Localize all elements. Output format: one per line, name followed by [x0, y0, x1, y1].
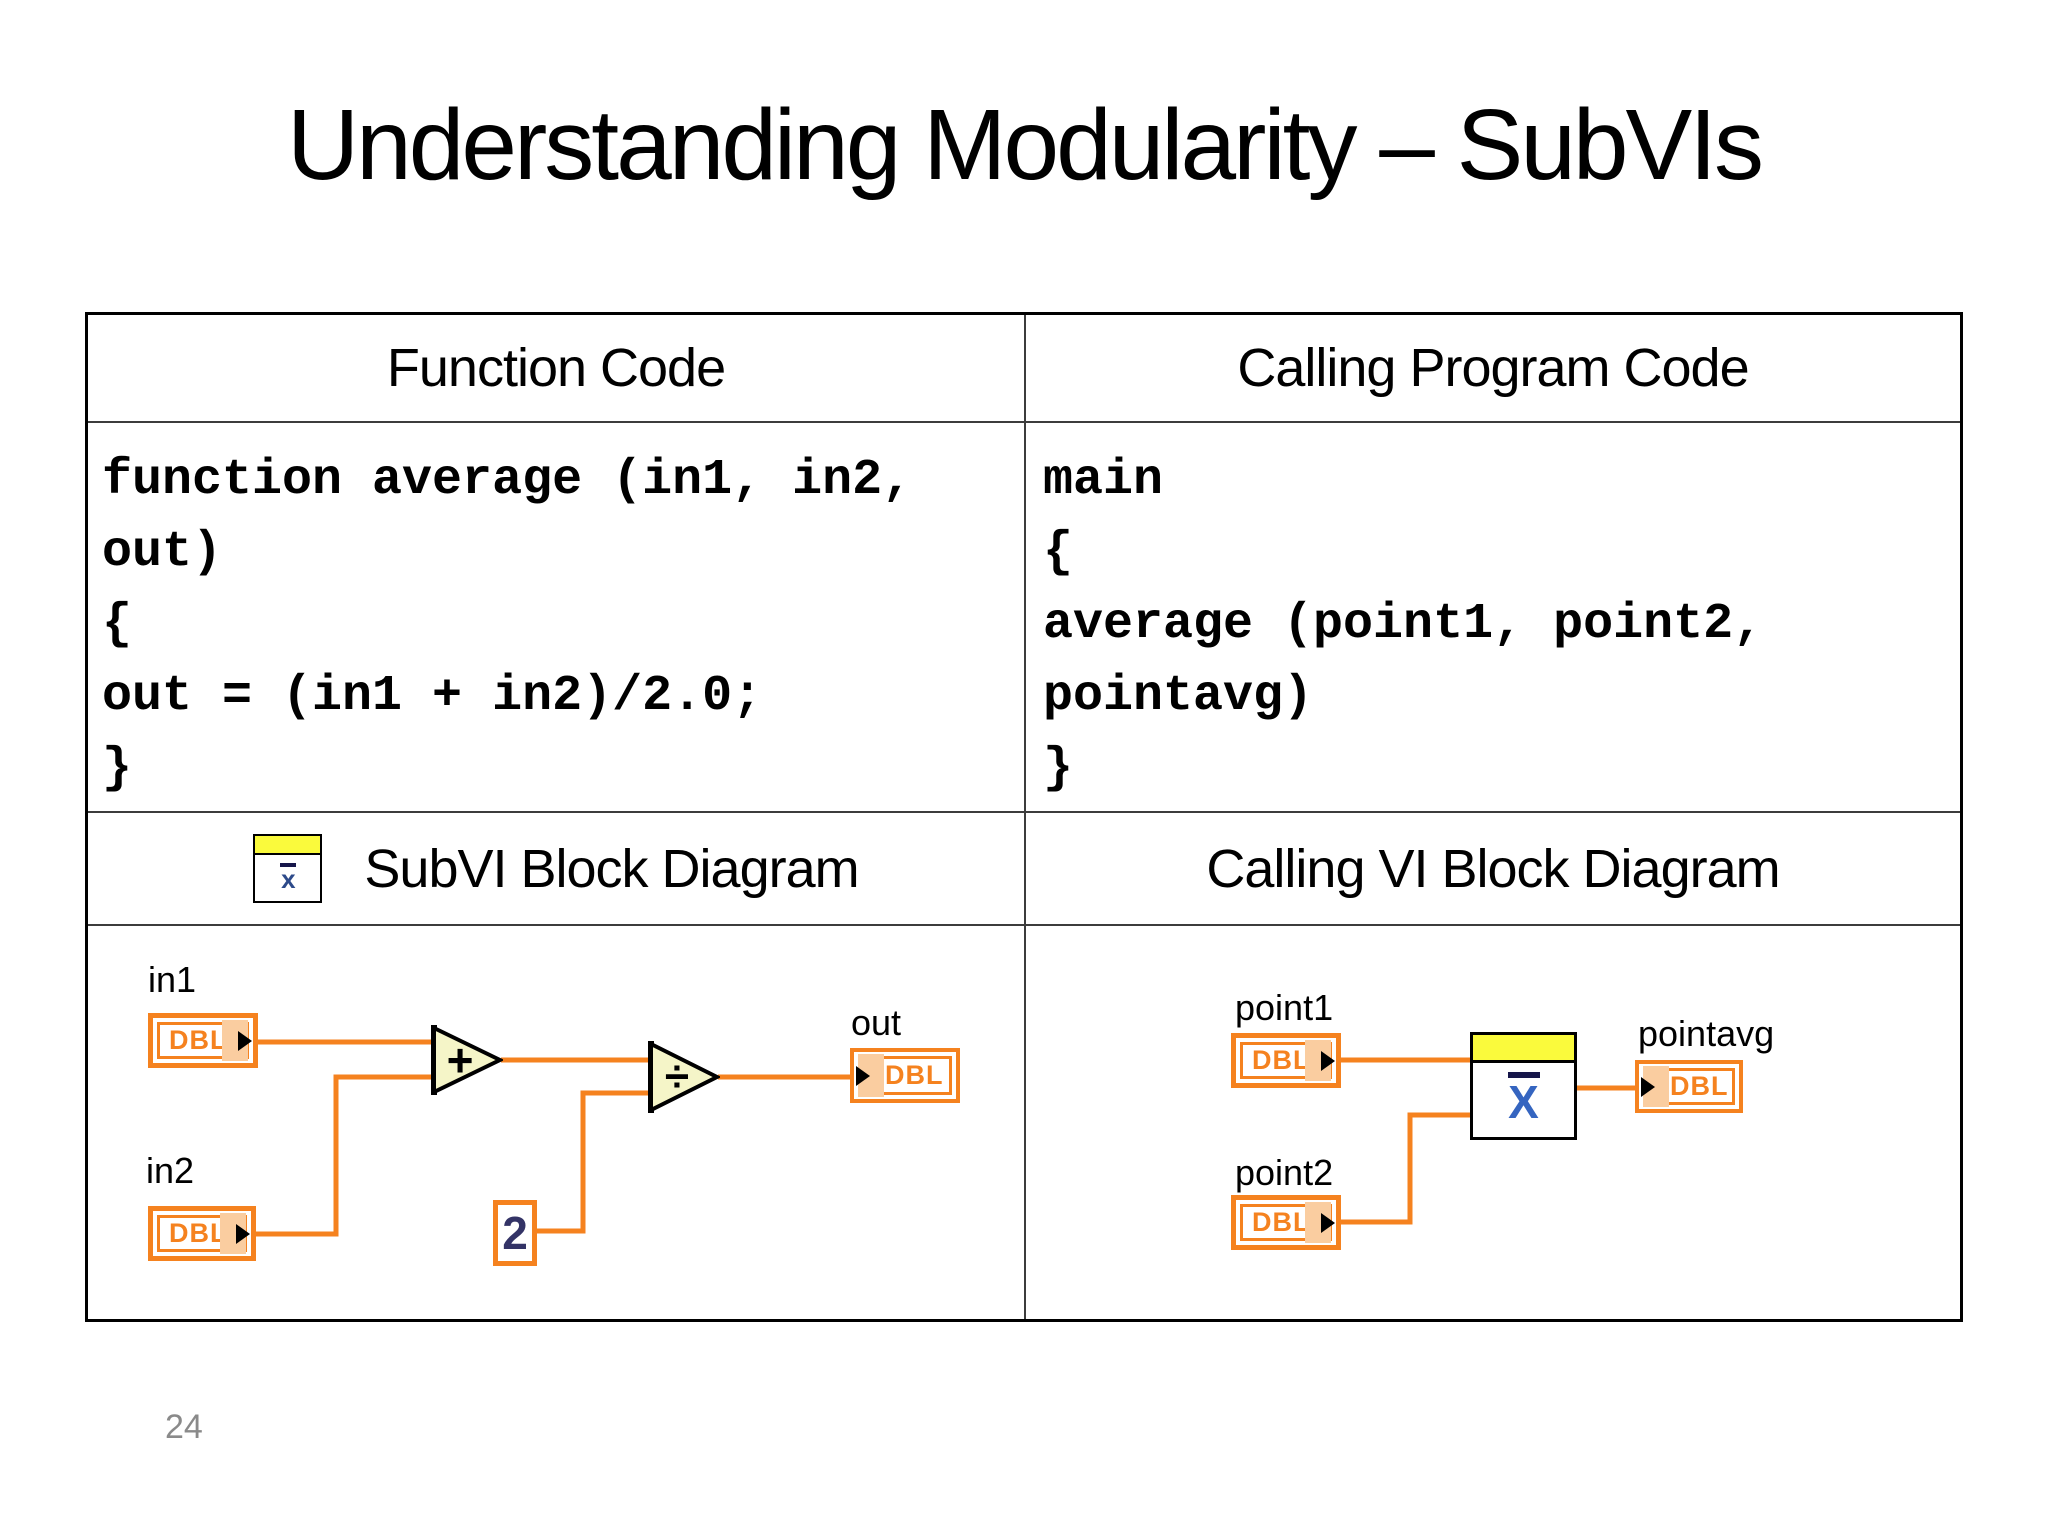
- table-row-divider-3: [88, 924, 1960, 926]
- table-row-divider-2: [88, 811, 1960, 813]
- dbl-type-label: DBL: [169, 1218, 228, 1248]
- mean-vi-icon: x: [253, 834, 323, 903]
- page-number: 24: [165, 1408, 203, 1446]
- function-code-header: Function Code: [386, 338, 726, 398]
- point2-dbl-control: DBL: [1231, 1195, 1341, 1250]
- in1-dbl-control: DBL: [148, 1013, 258, 1068]
- out-label: out: [851, 1002, 902, 1043]
- wire-point2-to-subvi: [1341, 1112, 1472, 1225]
- code-line: {: [1043, 524, 1074, 581]
- divide-function-icon: [648, 1041, 720, 1113]
- subvi-yellow-band: [1473, 1035, 1574, 1063]
- mean-overbar: [1507, 1072, 1540, 1078]
- vi-icon-yellow-band: [255, 836, 321, 855]
- output-arrow-icon: [238, 1030, 252, 1051]
- mean-x-glyph: x: [281, 864, 295, 894]
- output-arrow-icon: [1321, 1212, 1335, 1233]
- wire-in2-to-add: [256, 1074, 431, 1237]
- add-function-icon: [431, 1025, 503, 1095]
- code-line: }: [1043, 740, 1074, 797]
- dbl-inner-frame: DBL: [157, 1022, 249, 1059]
- dbl-inner-frame: DBL: [157, 1215, 247, 1252]
- code-line: }: [102, 740, 133, 797]
- comparison-table: Function Code Calling Program Code funct…: [85, 312, 1963, 1322]
- pointavg-label: pointavg: [1638, 1013, 1775, 1054]
- divide-symbol: ÷: [664, 1052, 690, 1101]
- function-code-cell: function average (in1, in2, out) { out =…: [88, 423, 1024, 811]
- in1-label: in1: [148, 959, 197, 1000]
- dbl-inner-frame: DBL: [1240, 1042, 1332, 1079]
- dbl-type-label: DBL: [1252, 1045, 1311, 1075]
- average-subvi-node: x: [1470, 1032, 1577, 1140]
- point1-label: point1: [1235, 987, 1334, 1028]
- output-arrow-icon: [236, 1223, 250, 1244]
- code-line: {: [102, 596, 133, 653]
- mean-overbar: [279, 863, 296, 867]
- output-arrow-icon: [1321, 1050, 1335, 1071]
- wire-constant-to-divide: [537, 1090, 650, 1234]
- slide-title: Understanding Modularity – SubVIs: [286, 89, 1764, 201]
- code-line: average (point1, point2,: [1043, 596, 1764, 653]
- pointavg-dbl-indicator: DBL: [1635, 1060, 1743, 1113]
- point1-dbl-control: DBL: [1231, 1033, 1341, 1088]
- in2-dbl-control: DBL: [148, 1206, 256, 1261]
- block-diagrams-row: in1 DBL in2 DBL +: [88, 926, 1960, 1322]
- in2-label: in2: [146, 1150, 195, 1191]
- out-dbl-indicator: DBL: [850, 1048, 960, 1103]
- numeric-constant-2: 2: [493, 1200, 537, 1266]
- dbl-type-label: DBL: [885, 1060, 944, 1090]
- code-line: out = (in1 + in2)/2.0;: [102, 668, 763, 725]
- code-line: out): [102, 524, 223, 581]
- code-line: function average (in1, in2,: [102, 452, 913, 509]
- calling-program-code-header: Calling Program Code: [1237, 338, 1749, 398]
- code-line: pointavg): [1043, 668, 1314, 725]
- subvi-diagram-header-cell: x SubVI Block Diagram: [88, 813, 1024, 924]
- input-arrow-icon: [1641, 1076, 1655, 1097]
- code-line: main: [1043, 452, 1164, 509]
- wire-layer: [256, 1039, 1637, 1237]
- table-row-divider-1: [88, 421, 1960, 423]
- subvi-diagram-header: SubVI Block Diagram: [364, 838, 859, 899]
- dbl-type-label: DBL: [169, 1025, 228, 1055]
- dbl-type-label: DBL: [1670, 1071, 1729, 1101]
- point2-label: point2: [1235, 1152, 1334, 1193]
- calling-vi-diagram-header: Calling VI Block Diagram: [1206, 838, 1780, 899]
- mean-x-glyph: x: [1508, 1076, 1539, 1128]
- input-arrow-icon: [856, 1065, 870, 1086]
- dbl-type-label: DBL: [1252, 1207, 1311, 1237]
- table-column-divider: [1024, 315, 1026, 1319]
- calling-program-code-cell: main { average (point1, point2, pointavg…: [1026, 423, 1960, 811]
- add-symbol: +: [446, 1034, 474, 1086]
